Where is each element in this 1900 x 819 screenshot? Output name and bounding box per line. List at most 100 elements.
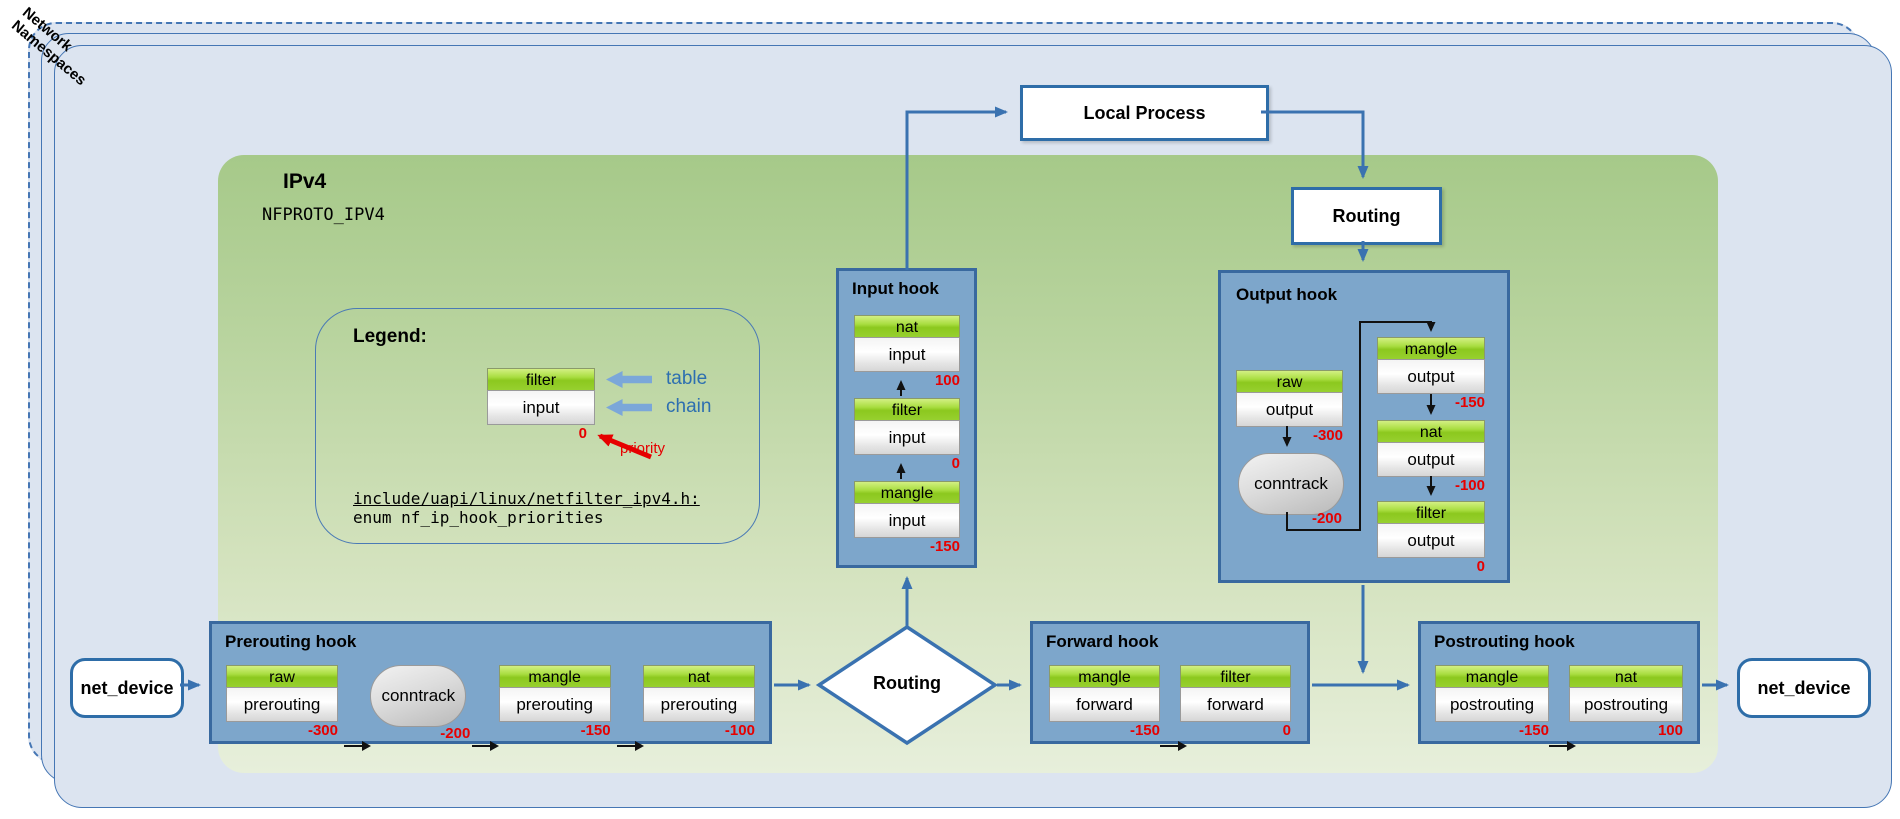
prerouting-hook-box: Prerouting hook raw prerouting -300 conn… (209, 621, 772, 751)
prerouting-hook-row: raw prerouting -300 conntrack -200 mangl… (212, 624, 769, 751)
chain-box: forward (1049, 687, 1160, 722)
priority-value: -200 (1311, 510, 1342, 527)
legend-table-label: table (666, 368, 708, 389)
table-chain-pair: mangle output -150 (1377, 337, 1485, 411)
legend-chain-label: chain (666, 396, 712, 417)
local-process-label: Local Process (1083, 102, 1206, 123)
table-box: nat (854, 315, 960, 338)
routing-node-top: Routing (1291, 187, 1442, 245)
priority-value: -100 (1454, 477, 1485, 494)
chain-box: output (1377, 359, 1485, 394)
priority-value: 0 (1282, 722, 1291, 739)
forward-hook-title: Forward hook (1046, 632, 1159, 651)
chain-box: input (854, 337, 960, 372)
table-box: mangle (854, 481, 960, 504)
priority-value: 0 (1476, 558, 1485, 575)
table-chain-pair: filter output 0 (1377, 501, 1485, 575)
table-box: nat (642, 665, 755, 688)
table-box: mangle (1049, 665, 1160, 688)
priority-value: -150 (929, 538, 960, 555)
table-box: filter (1377, 501, 1485, 524)
flow-arrow-icon (1160, 740, 1187, 751)
priority-value: -150 (1518, 722, 1549, 739)
table-chain-pair: mangle prerouting -150 (498, 665, 611, 739)
table-chain-pair: filter input 0 (854, 398, 960, 472)
table-chain-pair: nat output -100 (1377, 420, 1485, 494)
nfproto-label: NFPROTO_IPV4 (262, 205, 385, 225)
table-chain-pair: raw output -300 (1236, 370, 1343, 444)
table-box: nat (1569, 665, 1683, 688)
output-hook-title: Output hook (1236, 285, 1338, 304)
forward-hook-box: Forward hook mangle forward -150 filter … (1030, 621, 1310, 751)
table-chain-pair: filter forward 0 (1180, 665, 1291, 739)
input-hook-box: Input hook nat input 100 filter input 0 … (836, 268, 977, 568)
chain-box: prerouting (642, 687, 755, 722)
prerouting-hook-title: Prerouting hook (225, 632, 357, 651)
net-device-out-node: net_device (1737, 658, 1871, 718)
postrouting-hook-title: Postrouting hook (1434, 632, 1575, 651)
conntrack-node: conntrack -200 (1238, 453, 1344, 527)
priority-value: -150 (1129, 722, 1160, 739)
postrouting-hook-row: mangle postrouting -150 nat postrouting … (1421, 624, 1697, 751)
table-box: filter (854, 398, 960, 421)
table-chain-pair: mangle postrouting -150 (1435, 665, 1549, 739)
priority-value: -300 (307, 722, 338, 739)
ipv4-title: IPv4 (283, 170, 327, 193)
table-chain-pair: mangle input -150 (854, 481, 960, 555)
priority-value: 100 (934, 372, 960, 389)
table-chain-pair: raw prerouting -300 (226, 665, 338, 739)
table-box: raw (1236, 370, 1343, 393)
legend-include-path: include/uapi/linux/netfilter_ipv4.h: (353, 489, 700, 508)
legend-sample-priority: 0 (578, 425, 587, 442)
chain-box: prerouting (498, 687, 611, 722)
routing-diamond-label: Routing (873, 673, 941, 693)
chain-box: output (1377, 442, 1485, 477)
flow-arrow-icon (472, 740, 500, 751)
table-box: raw (226, 665, 338, 688)
chain-box: output (1236, 392, 1343, 427)
legend-sample-table-box: filter (487, 368, 595, 391)
table-box: nat (1377, 420, 1485, 443)
flow-arrow-icon (616, 740, 644, 751)
local-process-node: Local Process (1020, 85, 1269, 141)
legend-sample-chain-box: input (487, 390, 595, 425)
legend-priority-label: priority (620, 440, 666, 457)
chain-box: postrouting (1435, 687, 1549, 722)
table-chain-pair: nat input 100 (854, 315, 960, 389)
table-chain-pair: nat prerouting -100 (642, 665, 755, 739)
conntrack-blob: conntrack (370, 665, 467, 727)
flow-arrow-icon (344, 740, 372, 751)
priority-value: 100 (1657, 722, 1683, 739)
conntrack-node: conntrack -200 (370, 665, 470, 742)
priority-value: -150 (1454, 394, 1485, 411)
table-box: filter (1180, 665, 1291, 688)
flow-arrow-icon (1549, 740, 1576, 751)
priority-value: -300 (1312, 427, 1343, 444)
net-device-in-label: net_device (80, 677, 174, 698)
chain-box: input (854, 420, 960, 455)
chain-box: postrouting (1569, 687, 1683, 722)
input-hook-title: Input hook (852, 279, 939, 298)
conntrack-blob: conntrack (1238, 453, 1344, 515)
priority-value: -100 (724, 722, 755, 739)
table-chain-pair: nat postrouting 100 (1569, 665, 1683, 739)
forward-hook-row: mangle forward -150 filter forward 0 (1033, 624, 1307, 751)
table-box: mangle (1377, 337, 1485, 360)
postrouting-hook-box: Postrouting hook mangle postrouting -150… (1418, 621, 1700, 751)
output-hook-box: Output hook raw output -300 conntrack -2… (1218, 270, 1510, 583)
net-device-out-label: net_device (1757, 677, 1851, 698)
legend-enum-line: enum nf_ip_hook_priorities (353, 508, 604, 527)
table-box: mangle (1435, 665, 1549, 688)
table-box: mangle (498, 665, 611, 688)
chain-box: output (1377, 523, 1485, 558)
legend-sample-pair: filter input 0 (487, 368, 595, 442)
priority-value: -150 (580, 722, 611, 739)
chain-box: input (854, 503, 960, 538)
priority-value: -200 (440, 725, 471, 742)
priority-value: 0 (951, 455, 960, 472)
legend-box (315, 308, 760, 544)
chain-box: prerouting (226, 687, 338, 722)
table-chain-pair: mangle forward -150 (1049, 665, 1160, 739)
net-device-in-node: net_device (70, 658, 184, 718)
